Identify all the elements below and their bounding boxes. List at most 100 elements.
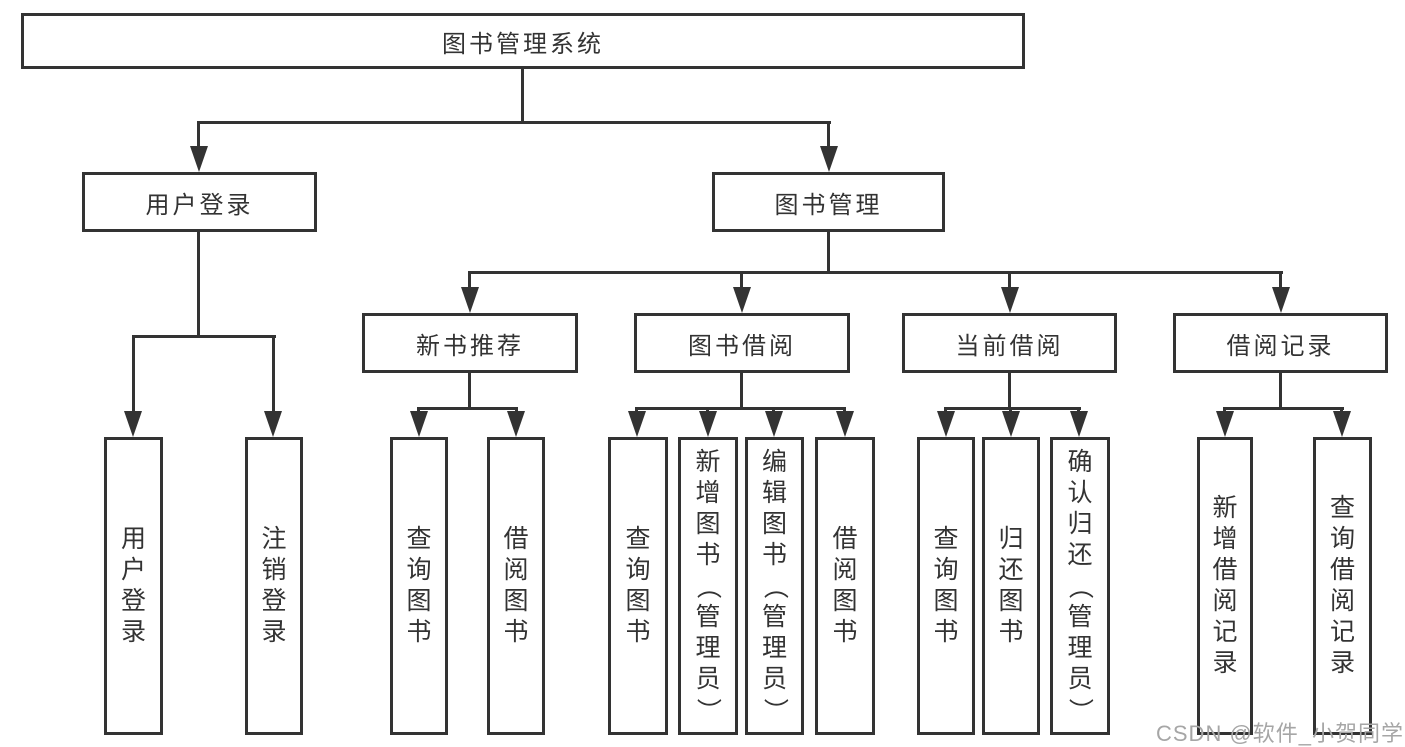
vertical-label-char: 录	[120, 618, 146, 646]
arrowhead-down-icon	[765, 411, 783, 437]
vertical-label-char: 用	[120, 525, 146, 553]
vertical-label-char: 书	[625, 618, 651, 646]
leaf-add-books-admin: 新增图书（管理员）	[678, 437, 738, 735]
node-book-borrow: 图书借阅	[634, 313, 850, 373]
vertical-label-char: 询	[625, 556, 651, 584]
vertical-label-char: 记	[1329, 618, 1355, 646]
connector-segment	[468, 271, 471, 290]
vertical-label-char: （	[1066, 573, 1095, 599]
vertical-label-char: 员	[1067, 664, 1093, 693]
connector-segment	[197, 121, 200, 149]
vertical-label-char: 新	[1212, 494, 1238, 522]
vertical-label-char: 确	[1067, 447, 1093, 476]
arrowhead-down-icon	[410, 411, 428, 437]
vertical-label-char: 查	[1329, 494, 1355, 522]
vertical-label-char: 书	[695, 540, 721, 569]
arrowhead-down-icon	[507, 411, 525, 437]
vertical-label-char: 图	[695, 509, 721, 538]
vertical-label-char: 查	[406, 525, 432, 553]
connector-segment	[468, 373, 471, 410]
vertical-label-char: 询	[406, 556, 432, 584]
arrowhead-down-icon	[1070, 411, 1088, 437]
vertical-label-char: 询	[933, 556, 959, 584]
connector-segment	[417, 407, 518, 410]
vertical-label-char: 管	[761, 602, 787, 631]
vertical-label-char: 查	[933, 525, 959, 553]
arrowhead-down-icon	[1333, 411, 1351, 437]
connector-segment	[944, 407, 1081, 410]
leaf-query-books-3: 查询图书	[917, 437, 975, 735]
connector-segment	[1279, 271, 1282, 290]
arrowhead-down-icon	[1001, 287, 1019, 313]
vertical-label-char: 员	[695, 664, 721, 693]
vertical-label-char: 书	[832, 618, 858, 646]
vertical-label-char: 书	[761, 540, 787, 569]
connector-segment	[1008, 271, 1011, 290]
vertical-label-char: 图	[625, 587, 651, 615]
vertical-label-char: 录	[261, 618, 287, 646]
arrowhead-down-icon	[820, 146, 838, 172]
vertical-label-char: 查	[625, 525, 651, 553]
leaf-edit-books-admin: 编辑图书（管理员）	[745, 437, 804, 735]
arrowhead-down-icon	[937, 411, 955, 437]
arrowhead-down-icon	[124, 411, 142, 437]
vertical-label-char: 询	[1329, 525, 1355, 553]
arrowhead-down-icon	[190, 146, 208, 172]
vertical-label-char: 图	[933, 587, 959, 615]
connector-segment	[197, 121, 831, 124]
vertical-label-char: 登	[120, 587, 146, 615]
connector-segment	[1223, 407, 1344, 410]
vertical-label-char: 借	[832, 525, 858, 553]
leaf-query-borrow-record: 查询借阅记录	[1313, 437, 1372, 735]
vertical-label-char: 销	[261, 556, 287, 584]
vertical-label-char: 录	[1212, 649, 1238, 677]
leaf-user-login: 用户登录	[104, 437, 163, 735]
vertical-label-char: ）	[1066, 697, 1095, 723]
watermark: CSDN @软件_小贺同学	[1156, 721, 1405, 746]
vertical-label-char: 登	[261, 587, 287, 615]
vertical-label-char: ）	[760, 697, 789, 723]
connector-segment	[827, 232, 830, 274]
vertical-label-char: 阅	[1329, 587, 1355, 615]
connector-segment	[827, 121, 830, 149]
connector-segment	[272, 335, 275, 415]
vertical-label-char: 图	[503, 587, 529, 615]
leaf-add-borrow-record: 新增借阅记录	[1197, 437, 1253, 735]
leaf-borrow-books-2: 借阅图书	[815, 437, 875, 735]
connector-segment	[635, 407, 846, 410]
vertical-label-char: 注	[261, 525, 287, 553]
vertical-label-char: 户	[120, 556, 146, 584]
vertical-label-char: 还	[1067, 540, 1093, 569]
vertical-label-char: 书	[998, 618, 1024, 646]
vertical-label-char: 理	[1067, 633, 1093, 662]
arrowhead-down-icon	[264, 411, 282, 437]
vertical-label-char: 书	[503, 618, 529, 646]
vertical-label-char: 理	[761, 633, 787, 662]
vertical-label-char: 书	[406, 618, 432, 646]
vertical-label-char: 图	[832, 587, 858, 615]
vertical-label-char: 员	[761, 664, 787, 693]
vertical-label-char: 记	[1212, 618, 1238, 646]
vertical-label-char: 认	[1067, 478, 1093, 507]
vertical-label-char: 借	[1212, 556, 1238, 584]
vertical-label-char: 归	[1067, 509, 1093, 538]
vertical-label-char: 管	[695, 602, 721, 631]
connector-segment	[197, 232, 200, 336]
arrowhead-down-icon	[1216, 411, 1234, 437]
vertical-label-char: 理	[695, 633, 721, 662]
arrowhead-down-icon	[628, 411, 646, 437]
vertical-label-char: 录	[1329, 649, 1355, 677]
vertical-label-char: 归	[998, 525, 1024, 553]
leaf-query-books-1: 查询图书	[390, 437, 448, 735]
vertical-label-char: 新	[695, 447, 721, 476]
node-borrow-records: 借阅记录	[1173, 313, 1388, 373]
vertical-label-char: 编	[761, 447, 787, 476]
vertical-label-char: 增	[1212, 525, 1238, 553]
leaf-return-books: 归还图书	[982, 437, 1040, 735]
arrowhead-down-icon	[733, 287, 751, 313]
connector-segment	[1008, 373, 1011, 410]
node-root: 图书管理系统	[21, 13, 1025, 69]
vertical-label-char: ）	[694, 697, 723, 723]
leaf-logout: 注销登录	[245, 437, 303, 735]
